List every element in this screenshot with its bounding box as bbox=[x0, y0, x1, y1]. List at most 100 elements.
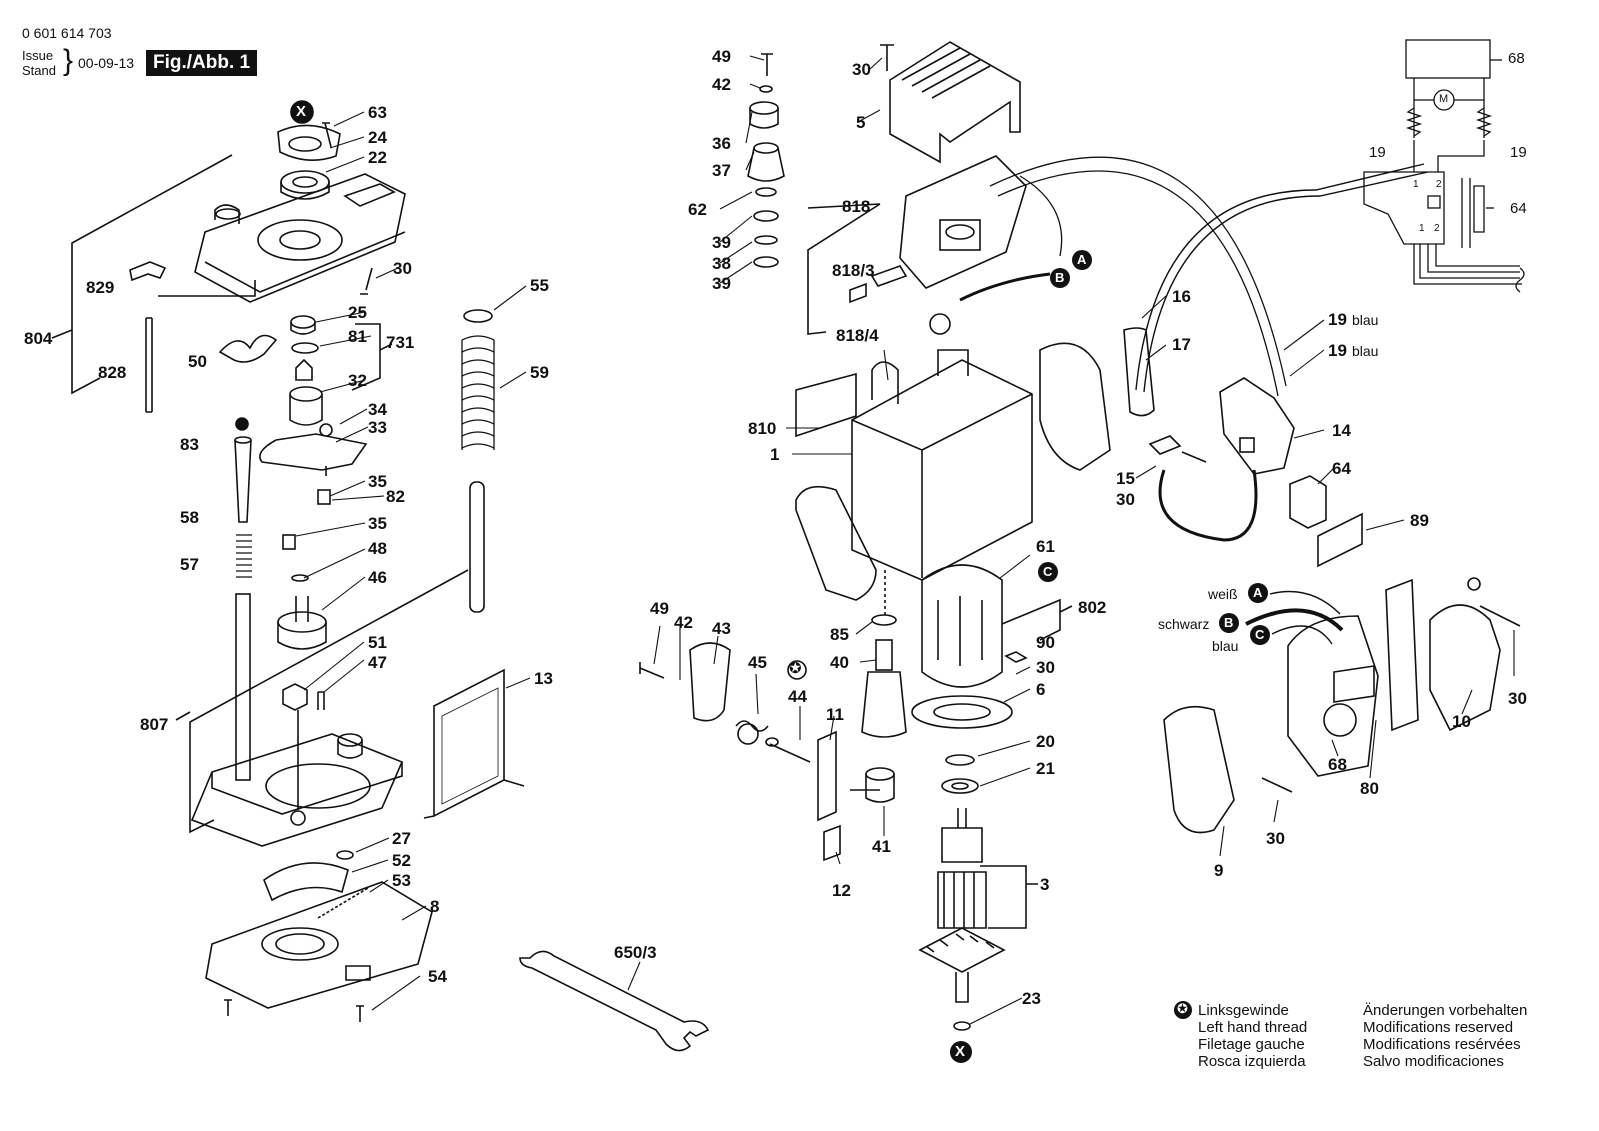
part-label: 50 bbox=[188, 352, 207, 371]
part-label: 59 bbox=[530, 363, 549, 382]
part-label: 51 bbox=[368, 633, 387, 652]
part-44-screw bbox=[765, 737, 811, 763]
part-818-brush-plate bbox=[899, 155, 1027, 289]
part-label: 62 bbox=[688, 200, 707, 219]
part-label: 47 bbox=[368, 653, 387, 672]
part-41-lock-bolt bbox=[850, 767, 895, 803]
cable-B bbox=[959, 272, 1051, 302]
part-label: 55 bbox=[530, 276, 549, 295]
part-9-handle bbox=[1163, 705, 1235, 834]
part-label: 1 bbox=[770, 445, 780, 464]
part-89-bracket bbox=[1317, 512, 1363, 568]
part-11-switch-slider bbox=[817, 730, 841, 862]
wire-label-blau: blau bbox=[1352, 343, 1379, 359]
part-label: 90 bbox=[1036, 633, 1055, 652]
motor-symbol-letter: M bbox=[1439, 93, 1449, 105]
part-label: 818/3 bbox=[832, 261, 875, 280]
part-10-handle bbox=[1429, 577, 1501, 732]
part-label: 810 bbox=[748, 419, 777, 438]
bracket-802 bbox=[1001, 598, 1073, 641]
part-37-holder bbox=[747, 142, 785, 182]
part-label: 828 bbox=[98, 363, 127, 382]
wire-label-blau: blau bbox=[1212, 638, 1239, 654]
part-base-plate bbox=[190, 733, 404, 847]
part-14-switch bbox=[1219, 377, 1295, 475]
marker-b: B bbox=[1055, 270, 1065, 285]
part-43-lock bbox=[689, 642, 731, 722]
part-818-3-brush bbox=[849, 265, 908, 304]
part-label: 30 bbox=[852, 60, 871, 79]
part-label: 19 bbox=[1328, 341, 1347, 360]
stand-label: Stand bbox=[22, 63, 56, 78]
part-45-spring bbox=[735, 720, 769, 745]
part-label: 64 bbox=[1332, 459, 1351, 478]
part-label: 68 bbox=[1328, 755, 1347, 774]
legend-modifications: Änderungen vorbehalten Modifications res… bbox=[1363, 1002, 1527, 1070]
marker-x-top: X bbox=[296, 103, 307, 120]
part-label: 39 bbox=[712, 233, 731, 252]
part-label: 44 bbox=[788, 687, 807, 706]
part-label: 42 bbox=[712, 75, 731, 94]
part-label: 24 bbox=[368, 128, 387, 147]
marker-b-legend: B bbox=[1224, 615, 1234, 630]
part-22-bearing bbox=[280, 170, 330, 200]
part-label: 35 bbox=[368, 472, 387, 491]
cables-switch bbox=[1158, 469, 1258, 542]
part-label: 57 bbox=[180, 555, 199, 574]
part-label: 20 bbox=[1036, 732, 1055, 751]
part-label: 81 bbox=[348, 327, 367, 346]
part-20-21-bearing bbox=[941, 754, 979, 794]
part-58-rod bbox=[234, 436, 252, 523]
part-25-nut bbox=[290, 315, 316, 335]
part-5-cover bbox=[880, 41, 1021, 164]
leader-lines bbox=[295, 55, 1515, 1025]
part-61-stator bbox=[921, 564, 1003, 688]
wire-label-schwarz: schwarz bbox=[1158, 616, 1210, 632]
part-1-motor-housing bbox=[851, 342, 1111, 581]
part-64-capacitor bbox=[1289, 475, 1327, 529]
part-label: 802 bbox=[1078, 598, 1107, 617]
part-label: 818/4 bbox=[836, 326, 879, 345]
legend-line: Filetage gauche bbox=[1198, 1036, 1305, 1053]
part-32-sleeve bbox=[289, 386, 323, 426]
part-label: 49 bbox=[650, 599, 669, 618]
part-label: 49 bbox=[712, 47, 731, 66]
part-label: 650/3 bbox=[614, 943, 657, 962]
part-33-bracket bbox=[259, 423, 368, 476]
part-59-spring bbox=[461, 335, 495, 450]
bracket-807 bbox=[175, 569, 469, 834]
part-label: 11 bbox=[826, 705, 844, 724]
part-50-wingnut bbox=[218, 334, 278, 363]
bracket-818 bbox=[807, 203, 881, 335]
part-650-3-spanner bbox=[519, 950, 710, 1052]
figure-label: Fig./Abb. 1 bbox=[146, 50, 258, 76]
part-label: 19 bbox=[1510, 144, 1527, 161]
part-label: 58 bbox=[180, 508, 199, 527]
part-40-shaft bbox=[861, 570, 907, 738]
marker-c-legend: C bbox=[1255, 627, 1265, 642]
part-label: 35 bbox=[368, 514, 387, 533]
part-label: 23 bbox=[1022, 989, 1041, 1008]
legend-line: Salvo modificaciones bbox=[1363, 1053, 1504, 1070]
bracket-804 bbox=[51, 154, 233, 395]
part-49-screw-top bbox=[761, 53, 773, 76]
part-85-oring bbox=[871, 614, 897, 626]
bracket-3 bbox=[980, 865, 1038, 929]
part-68-handle-shell bbox=[1287, 615, 1379, 777]
part-81-ring bbox=[291, 342, 319, 354]
part-label: 807 bbox=[140, 715, 169, 734]
part-label: 30 bbox=[393, 259, 412, 278]
legend-line: Left hand thread bbox=[1198, 1019, 1308, 1036]
part-label: 19 bbox=[1328, 310, 1347, 329]
part-828-pin bbox=[145, 317, 153, 413]
part-label: 30 bbox=[1036, 658, 1055, 677]
marker-a-legend: A bbox=[1253, 585, 1263, 600]
part-label: 5 bbox=[856, 113, 866, 132]
part-label: 30 bbox=[1266, 829, 1285, 848]
part-handle-left bbox=[795, 485, 877, 601]
legend-line: Rosca izquierda bbox=[1198, 1053, 1306, 1070]
part-label: 80 bbox=[1360, 779, 1379, 798]
part-16-17-cable-sleeve bbox=[1123, 327, 1155, 417]
part-label: 46 bbox=[368, 568, 387, 587]
